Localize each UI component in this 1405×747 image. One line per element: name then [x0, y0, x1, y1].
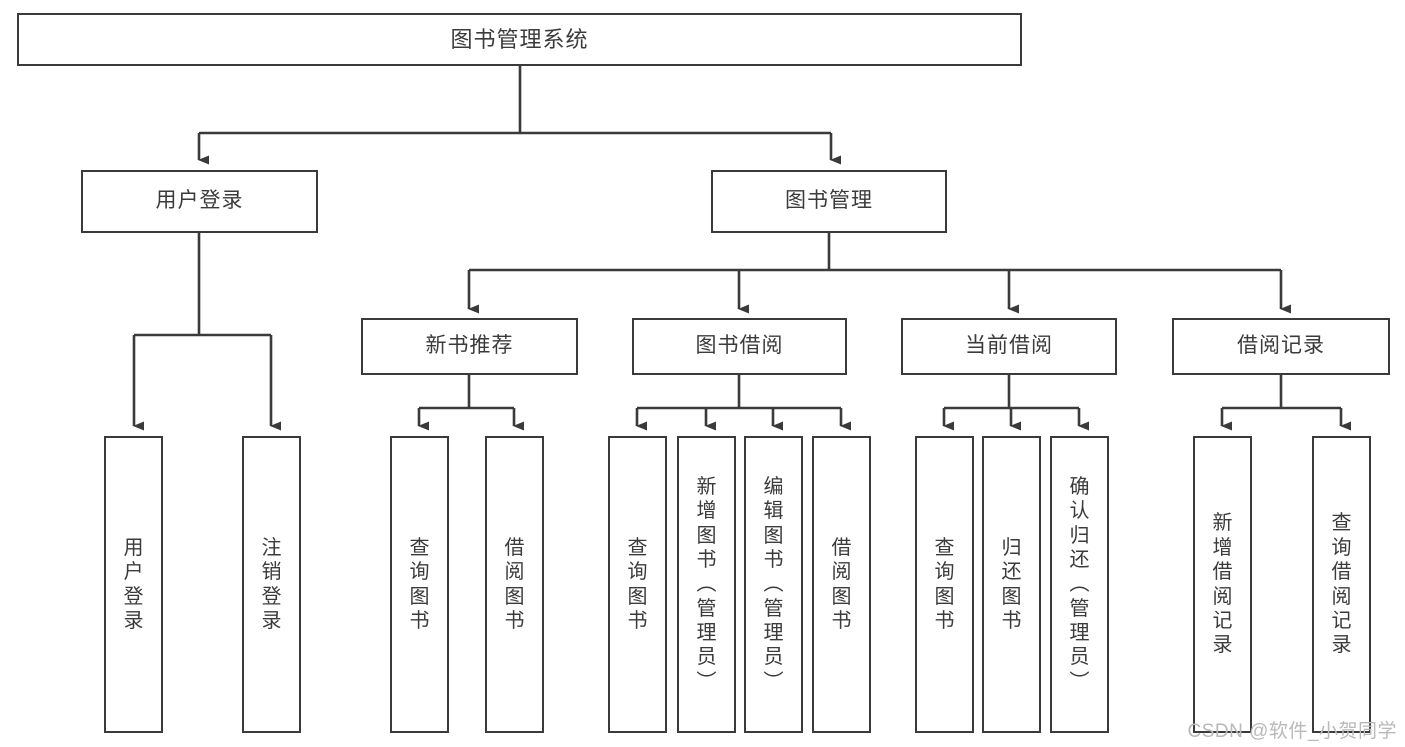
- watermark: CSDN @软件_小贺同学: [1187, 721, 1397, 742]
- node-leaf-return-book[interactable]: 归还图书: [982, 436, 1041, 733]
- node-book-manage-label: 图书管理: [785, 189, 873, 213]
- node-leaf-borrow-book-1-label: 借阅图书: [504, 536, 525, 632]
- node-borrow-record[interactable]: 借阅记录: [1172, 318, 1390, 375]
- node-current-borrow[interactable]: 当前借阅: [901, 318, 1117, 375]
- node-user-login[interactable]: 用户登录: [81, 170, 318, 233]
- node-book-manage[interactable]: 图书管理: [711, 170, 947, 233]
- node-leaf-logout-label: 注销登录: [261, 536, 282, 632]
- node-current-borrow-label: 当前借阅: [965, 334, 1053, 358]
- node-leaf-query-record[interactable]: 查询借阅记录: [1312, 436, 1371, 733]
- node-leaf-add-book-label: 新增图书︵管理员︶: [696, 475, 717, 693]
- node-leaf-return-book-label: 归还图书: [1001, 536, 1022, 632]
- node-leaf-borrow-book-2-label: 借阅图书: [831, 536, 852, 632]
- node-leaf-query-book-3-label: 查询图书: [934, 536, 955, 632]
- node-leaf-add-record[interactable]: 新增借阅记录: [1193, 436, 1252, 733]
- node-leaf-logout[interactable]: 注销登录: [242, 436, 301, 733]
- node-book-borrow-label: 图书借阅: [695, 334, 784, 358]
- node-book-borrow[interactable]: 图书借阅: [632, 318, 847, 375]
- node-leaf-query-book-1[interactable]: 查询图书: [390, 436, 449, 733]
- node-new-book-recommend[interactable]: 新书推荐: [361, 318, 578, 375]
- node-leaf-borrow-book-1[interactable]: 借阅图书: [485, 436, 544, 733]
- node-root-label: 图书管理系统: [450, 26, 589, 52]
- node-root[interactable]: 图书管理系统: [17, 13, 1022, 66]
- node-leaf-user-login-label: 用户登录: [123, 536, 144, 632]
- node-leaf-query-record-label: 查询借阅记录: [1331, 512, 1352, 657]
- node-leaf-borrow-book-2[interactable]: 借阅图书: [812, 436, 871, 733]
- node-leaf-edit-book-label: 编辑图书︵管理员︶: [763, 475, 784, 693]
- node-borrow-record-label: 借阅记录: [1237, 334, 1325, 358]
- node-leaf-confirm-return[interactable]: 确认归还︵管理员︶: [1050, 436, 1109, 733]
- node-leaf-query-book-2[interactable]: 查询图书: [608, 436, 667, 733]
- node-leaf-query-book-3[interactable]: 查询图书: [915, 436, 974, 733]
- node-leaf-add-book[interactable]: 新增图书︵管理员︶: [677, 436, 736, 733]
- node-leaf-confirm-return-label: 确认归还︵管理员︶: [1069, 475, 1090, 693]
- node-leaf-add-record-label: 新增借阅记录: [1212, 512, 1233, 657]
- node-user-login-label: 用户登录: [155, 189, 244, 213]
- node-leaf-user-login[interactable]: 用户登录: [104, 436, 163, 733]
- node-leaf-edit-book[interactable]: 编辑图书︵管理员︶: [744, 436, 803, 733]
- node-leaf-query-book-1-label: 查询图书: [409, 536, 430, 632]
- node-leaf-query-book-2-label: 查询图书: [627, 536, 648, 632]
- node-new-book-recommend-label: 新书推荐: [425, 334, 514, 358]
